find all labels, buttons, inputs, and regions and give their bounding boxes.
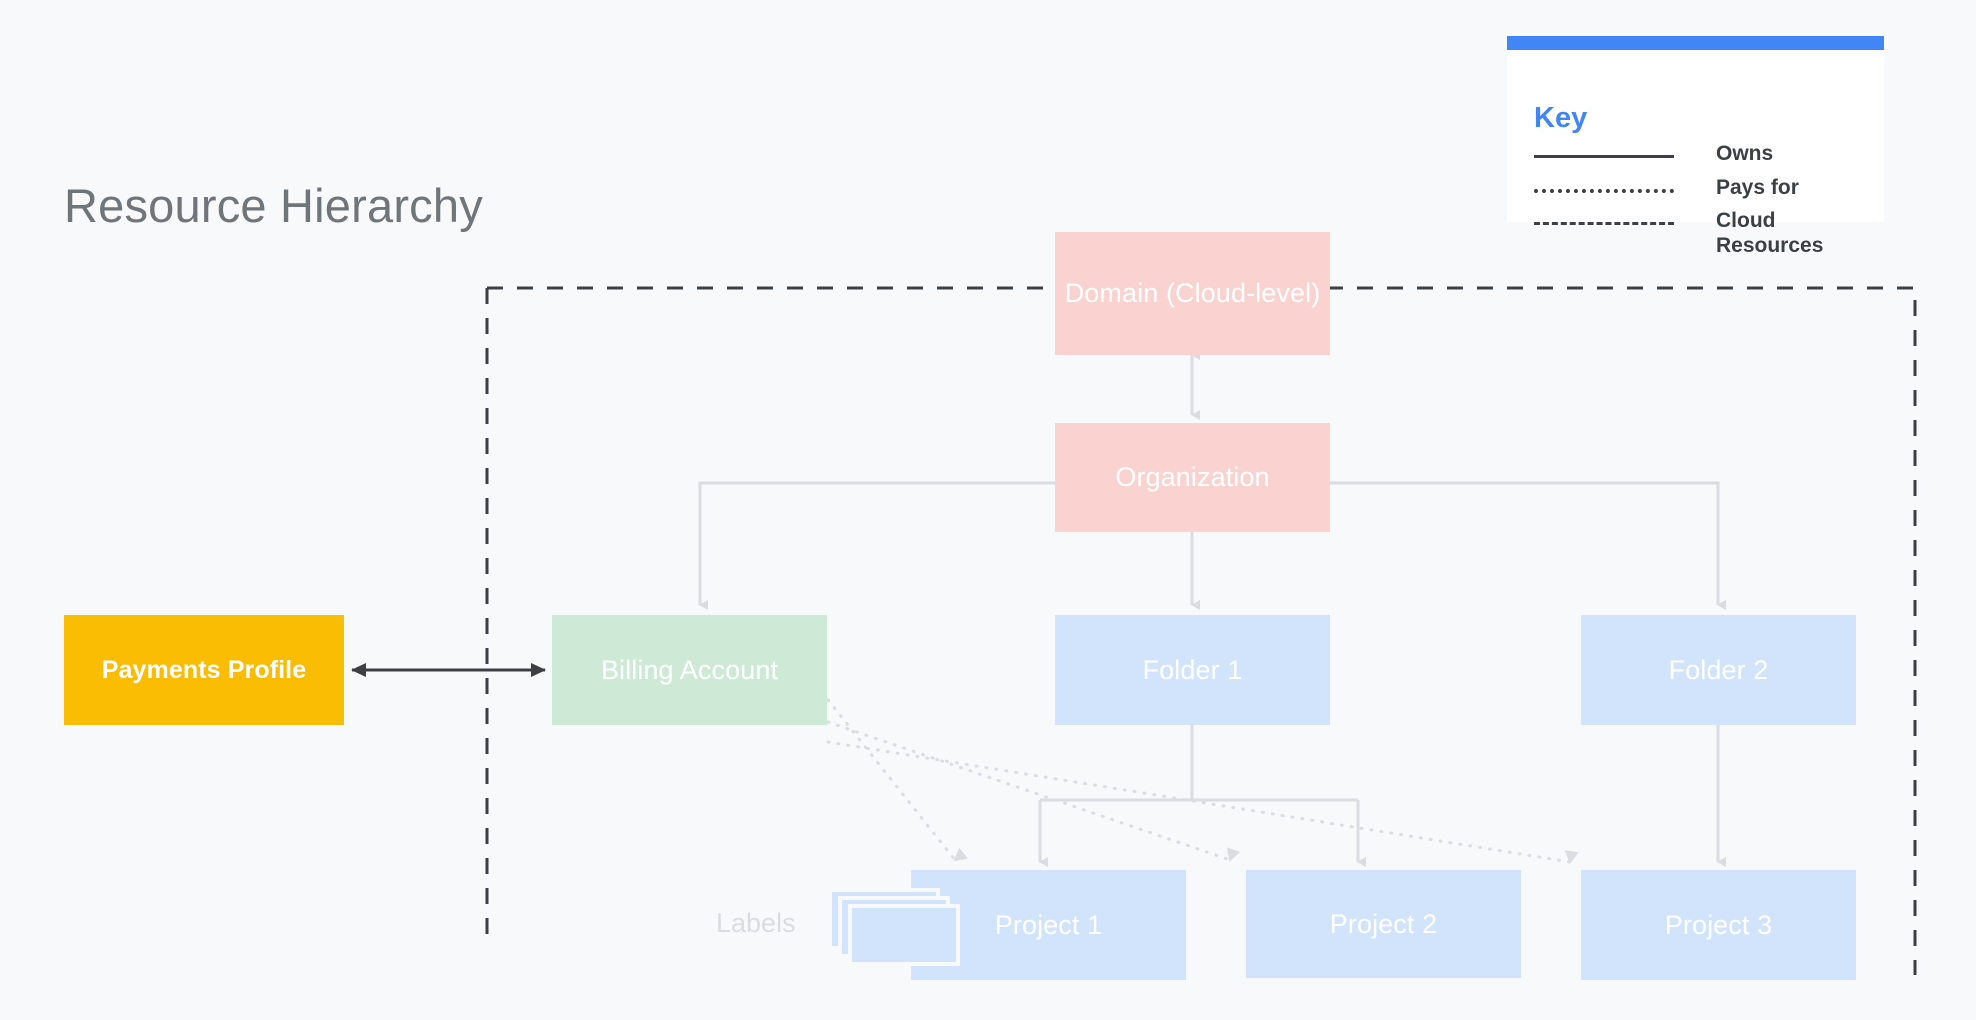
key-accent-bar (1507, 36, 1884, 50)
node-project-1-label: Project 1 (994, 909, 1103, 940)
key-swatch-solid-icon (1534, 155, 1674, 160)
key-title: Key (1534, 102, 1588, 134)
key-entry-owns: Owns (1534, 142, 1773, 167)
key-entry-owns-label: Owns (1716, 142, 1774, 165)
edge-billing-project-2 (826, 720, 1241, 862)
node-domain[interactable]: Domain (Cloud-level) (1055, 232, 1330, 355)
key-entry-cloud-resources-label: Cloud Resources (1716, 209, 1824, 257)
key-swatch-dotted-icon (1534, 189, 1674, 195)
node-folder-2[interactable]: Folder 2 (1581, 615, 1856, 725)
labels-stack-icon (828, 888, 964, 966)
labels-caption: Labels (716, 908, 796, 938)
key-entry-pays-for: Pays for (1534, 176, 1799, 201)
edge-billing-project-1 (826, 698, 968, 862)
node-folder-1[interactable]: Folder 1 (1055, 615, 1330, 725)
node-folder-1-label: Folder 1 (1142, 654, 1243, 685)
node-payments-profile[interactable]: Payments Profile (64, 615, 344, 725)
edge-organization-billing-account (698, 481, 1055, 610)
edge-folder-1-projects (1038, 725, 1360, 858)
edge-organization-folder-2 (1330, 481, 1726, 610)
node-project-2[interactable]: Project 2 (1246, 870, 1521, 978)
node-billing-account-label: Billing Account (600, 654, 779, 685)
key-swatch-dashed-icon (1534, 222, 1674, 227)
key-entry-cloud-resources: Cloud Resources (1534, 209, 1846, 259)
node-organization-label: Organization (1115, 462, 1270, 492)
node-billing-account[interactable]: Billing Account (552, 615, 827, 725)
key-entry-pays-for-label: Pays for (1716, 176, 1799, 199)
node-project-3-label: Project 3 (1664, 909, 1773, 940)
key-legend-panel: Key Owns Pays for Cloud Resources (1507, 36, 1884, 257)
labels-stack-card-front (848, 904, 960, 966)
edge-billing-project-3 (826, 740, 1579, 864)
node-project-3[interactable]: Project 3 (1581, 870, 1856, 980)
node-organization[interactable]: Organization (1055, 423, 1330, 532)
node-folder-2-label: Folder 2 (1668, 654, 1769, 685)
node-domain-label: Domain (Cloud-level) (1064, 278, 1321, 308)
node-payments-profile-label: Payments Profile (101, 655, 307, 684)
node-project-2-label: Project 2 (1329, 908, 1438, 939)
page-title: Resource Hierarchy (64, 179, 483, 232)
